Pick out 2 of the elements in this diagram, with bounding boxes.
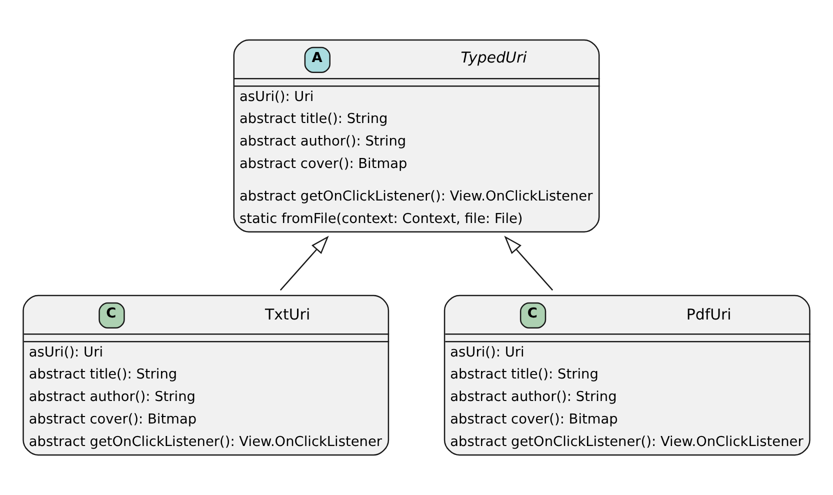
arrow (280, 236, 329, 291)
arrow (504, 236, 554, 291)
